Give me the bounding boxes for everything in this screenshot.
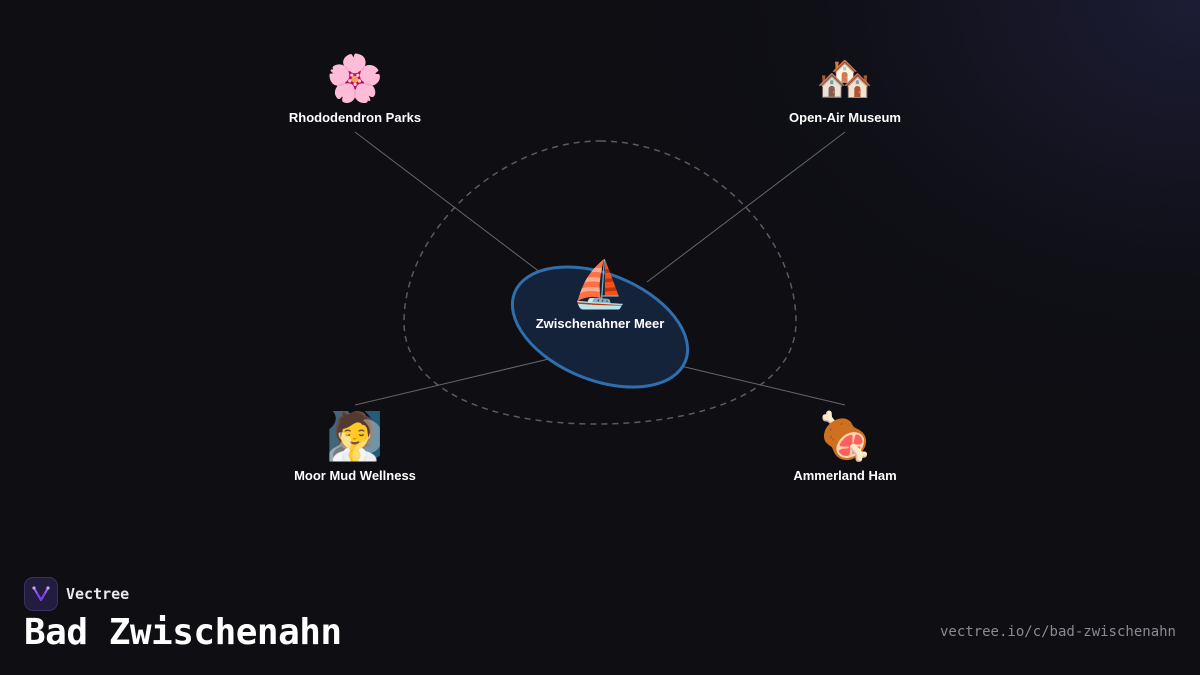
link-line-rhododendron	[354, 131, 554, 283]
page-url[interactable]: vectree.io/c/bad-zwischenahn	[939, 624, 1176, 640]
center-node-label: Zwischenahner Meer	[535, 316, 665, 331]
node-label-wellness: Moor Mud Wellness	[294, 468, 416, 483]
link-line-museum	[646, 131, 846, 283]
node-ham[interactable]: 🍖 Ammerland Ham	[793, 408, 896, 483]
spa-person-icon: 🧖	[326, 409, 384, 463]
node-label-ham: Ammerland Ham	[793, 468, 897, 483]
brand-name: Vectree	[66, 585, 130, 603]
sailboat-icon: ⛵	[571, 257, 629, 311]
vectree-logo-icon	[24, 577, 58, 611]
houses-icon: 🏘️	[816, 51, 874, 105]
node-museum[interactable]: 🏘️ Open-Air Museum	[789, 50, 901, 125]
node-wellness[interactable]: 🧖 Moor Mud Wellness	[294, 408, 416, 483]
link-line-wellness	[354, 357, 554, 406]
outer-dashed-ring	[403, 140, 797, 425]
node-rhododendron[interactable]: 🌸 Rhododendron Parks	[289, 50, 421, 125]
center-node[interactable]: ⛵ Zwischenahner Meer	[536, 256, 665, 331]
node-label-museum: Open-Air Museum	[789, 110, 901, 125]
meat-on-bone-icon: 🍖	[816, 409, 874, 463]
brand[interactable]: Vectree	[24, 577, 129, 611]
node-label-rhododendron: Rhododendron Parks	[288, 110, 422, 125]
center-lake-ring	[510, 265, 690, 389]
page-title: Bad Zwischenahn	[24, 612, 342, 653]
cherry-blossom-icon: 🌸	[326, 51, 384, 105]
